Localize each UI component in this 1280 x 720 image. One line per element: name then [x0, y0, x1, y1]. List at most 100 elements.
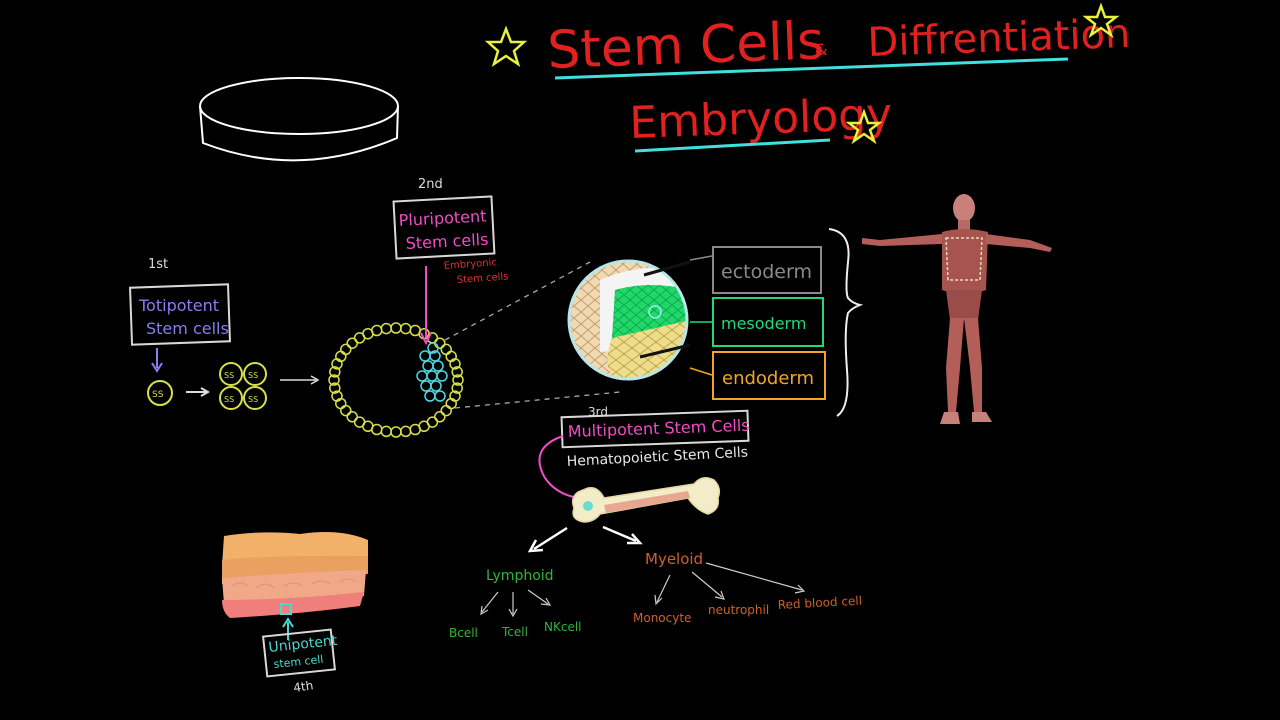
- endoderm-label: endoderm: [722, 368, 814, 389]
- totipotent-label-1: Totipotent: [138, 296, 219, 315]
- dashed-projection: [444, 261, 591, 341]
- petri-dish-icon: [199, 77, 399, 162]
- myeloid-child-rbc: Red blood cell: [777, 594, 862, 612]
- four-cell-stage: SS SS SS SS: [219, 362, 267, 410]
- unipotent-stage: Unipotent stem cell 4th: [261, 617, 339, 695]
- pluripotent-label-2: Stem cells: [405, 230, 489, 253]
- unipotent-box: [261, 628, 337, 678]
- four-cell-label-1: SS: [224, 371, 234, 380]
- myeloid-child-neutrophil: neutrophil: [708, 603, 769, 617]
- ordinal-fourth: 4th: [292, 678, 314, 695]
- trophoblast-cell: [340, 404, 352, 417]
- inner-cell-mass-cell: [430, 380, 442, 392]
- trophoblast-cell: [329, 366, 341, 378]
- title-underline: [554, 57, 1069, 80]
- lineage-arrows: [527, 525, 643, 553]
- trophoblast-cell: [380, 425, 393, 438]
- trophoblast-cell: [340, 343, 352, 356]
- title-rest: Diffrentiation: [867, 11, 1131, 66]
- multipotent-label: Multipotent Stem Cells: [567, 416, 749, 441]
- trophoblast-cell: [331, 390, 343, 402]
- ectoderm-label: ectoderm: [721, 261, 812, 283]
- lymphoid-child-t: Tcell: [501, 625, 528, 639]
- inner-cell-mass-cell: [416, 370, 428, 382]
- subtitle-underline: [634, 138, 831, 153]
- trophoblast-cell: [399, 322, 412, 335]
- inner-cell-mass-cell: [420, 380, 432, 392]
- human-body-icon: [862, 194, 1052, 424]
- four-cell-label-2: SS: [248, 371, 258, 380]
- myeloid-child-monocyte: Monocyte: [633, 611, 691, 625]
- trophoblast-cell: [353, 416, 366, 428]
- unipotent-label-1: Unipotent: [268, 633, 339, 656]
- trophoblast-cell: [346, 411, 358, 423]
- lymphoid-child-b: Bcell: [449, 626, 478, 640]
- trophoblast-cell: [380, 322, 393, 335]
- trophoblast-cell: [440, 343, 452, 356]
- myeloid-label: Myeloid: [645, 550, 703, 568]
- inner-cell-mass-cell: [422, 360, 434, 372]
- zygote-cell: SS: [147, 380, 173, 406]
- four-cell-label-4: SS: [248, 395, 258, 404]
- curly-brace: [828, 228, 864, 417]
- ordinal-first: 1st: [148, 257, 168, 272]
- trophoblast-cell: [399, 425, 412, 438]
- four-cell-label-3: SS: [224, 395, 234, 404]
- myeloid-lineage: Myeloid Monocyte neutrophil Red blood ce…: [633, 550, 862, 625]
- embryonic-note-1: Embryonic: [443, 257, 497, 272]
- inner-cell-mass-cell: [436, 370, 448, 382]
- pluripotent-stage: 2nd Pluripotent Stem cells Embryonic Ste…: [392, 177, 509, 346]
- title-ampersand: &: [815, 40, 827, 59]
- star-icon: [845, 108, 883, 145]
- trophoblast-cell: [390, 322, 402, 334]
- skin-tissue-icon: [222, 532, 368, 618]
- inner-cell-mass-cell: [427, 342, 439, 354]
- trophoblast-cell: [329, 382, 341, 394]
- pink-pointer: [538, 435, 579, 499]
- totipotent-stage: 1st Totipotent Stem cells SS SS SS SS SS: [129, 257, 320, 410]
- trophoblast-cell: [451, 366, 463, 378]
- lymphoid-label: Lymphoid: [486, 568, 554, 584]
- lymphoid-child-nk: NKcell: [544, 620, 582, 634]
- trophoblast-cell: [390, 426, 402, 438]
- embryonic-note-2: Stem cells: [456, 271, 508, 286]
- trophoblast-cell: [346, 337, 358, 349]
- title-sub: Embryology: [629, 89, 893, 149]
- inner-cell-mass-cell: [434, 390, 446, 402]
- trophoblast-cell: [409, 423, 421, 436]
- mesoderm-label: mesoderm: [721, 314, 806, 333]
- trophoblast-cell: [451, 382, 463, 394]
- trophoblast-cell: [371, 324, 383, 337]
- germ-layers: ectoderm mesoderm endoderm: [689, 228, 864, 417]
- endoderm-box: [712, 351, 826, 400]
- blastocyst-icon: [328, 322, 464, 438]
- pluripotent-label-1: Pluripotent: [398, 206, 487, 230]
- multipotent-box: [560, 409, 750, 449]
- inner-cell-mass-cell: [432, 360, 444, 372]
- star-icon: [1082, 2, 1120, 39]
- trophoblast-cell: [434, 411, 446, 423]
- lymphoid-lineage: Lymphoid Bcell Tcell NKcell: [449, 568, 582, 640]
- mesoderm-box: [712, 297, 824, 347]
- unipotent-label-2: stem cell: [273, 653, 324, 671]
- trophoblast-cell: [452, 374, 464, 386]
- multipotent-stage: 3rd Multipotent Stem Cells Hematopoietic…: [538, 405, 750, 499]
- inner-cell-mass-cell: [426, 370, 438, 382]
- trophoblast-cell: [440, 404, 452, 417]
- bone-icon: [571, 477, 721, 523]
- gastrula-icon: [567, 259, 691, 381]
- ordinal-second: 2nd: [418, 177, 443, 192]
- title-group: Stem Cells & Diffrentiation Embryology: [484, 2, 1131, 153]
- inner-cell-mass-cell: [424, 390, 436, 402]
- totipotent-label-2: Stem cells: [146, 319, 229, 338]
- zygote-cell-label: SS: [152, 390, 164, 400]
- ectoderm-box: [712, 246, 822, 294]
- inner-cell-mass-cell: [429, 350, 441, 362]
- pluripotent-box: [392, 195, 496, 260]
- dashed-projection: [454, 391, 621, 409]
- inner-cell-mass-cell: [419, 350, 431, 362]
- totipotent-box: [129, 283, 232, 346]
- trophoblast-cell: [434, 337, 446, 349]
- star-icon: [484, 25, 528, 67]
